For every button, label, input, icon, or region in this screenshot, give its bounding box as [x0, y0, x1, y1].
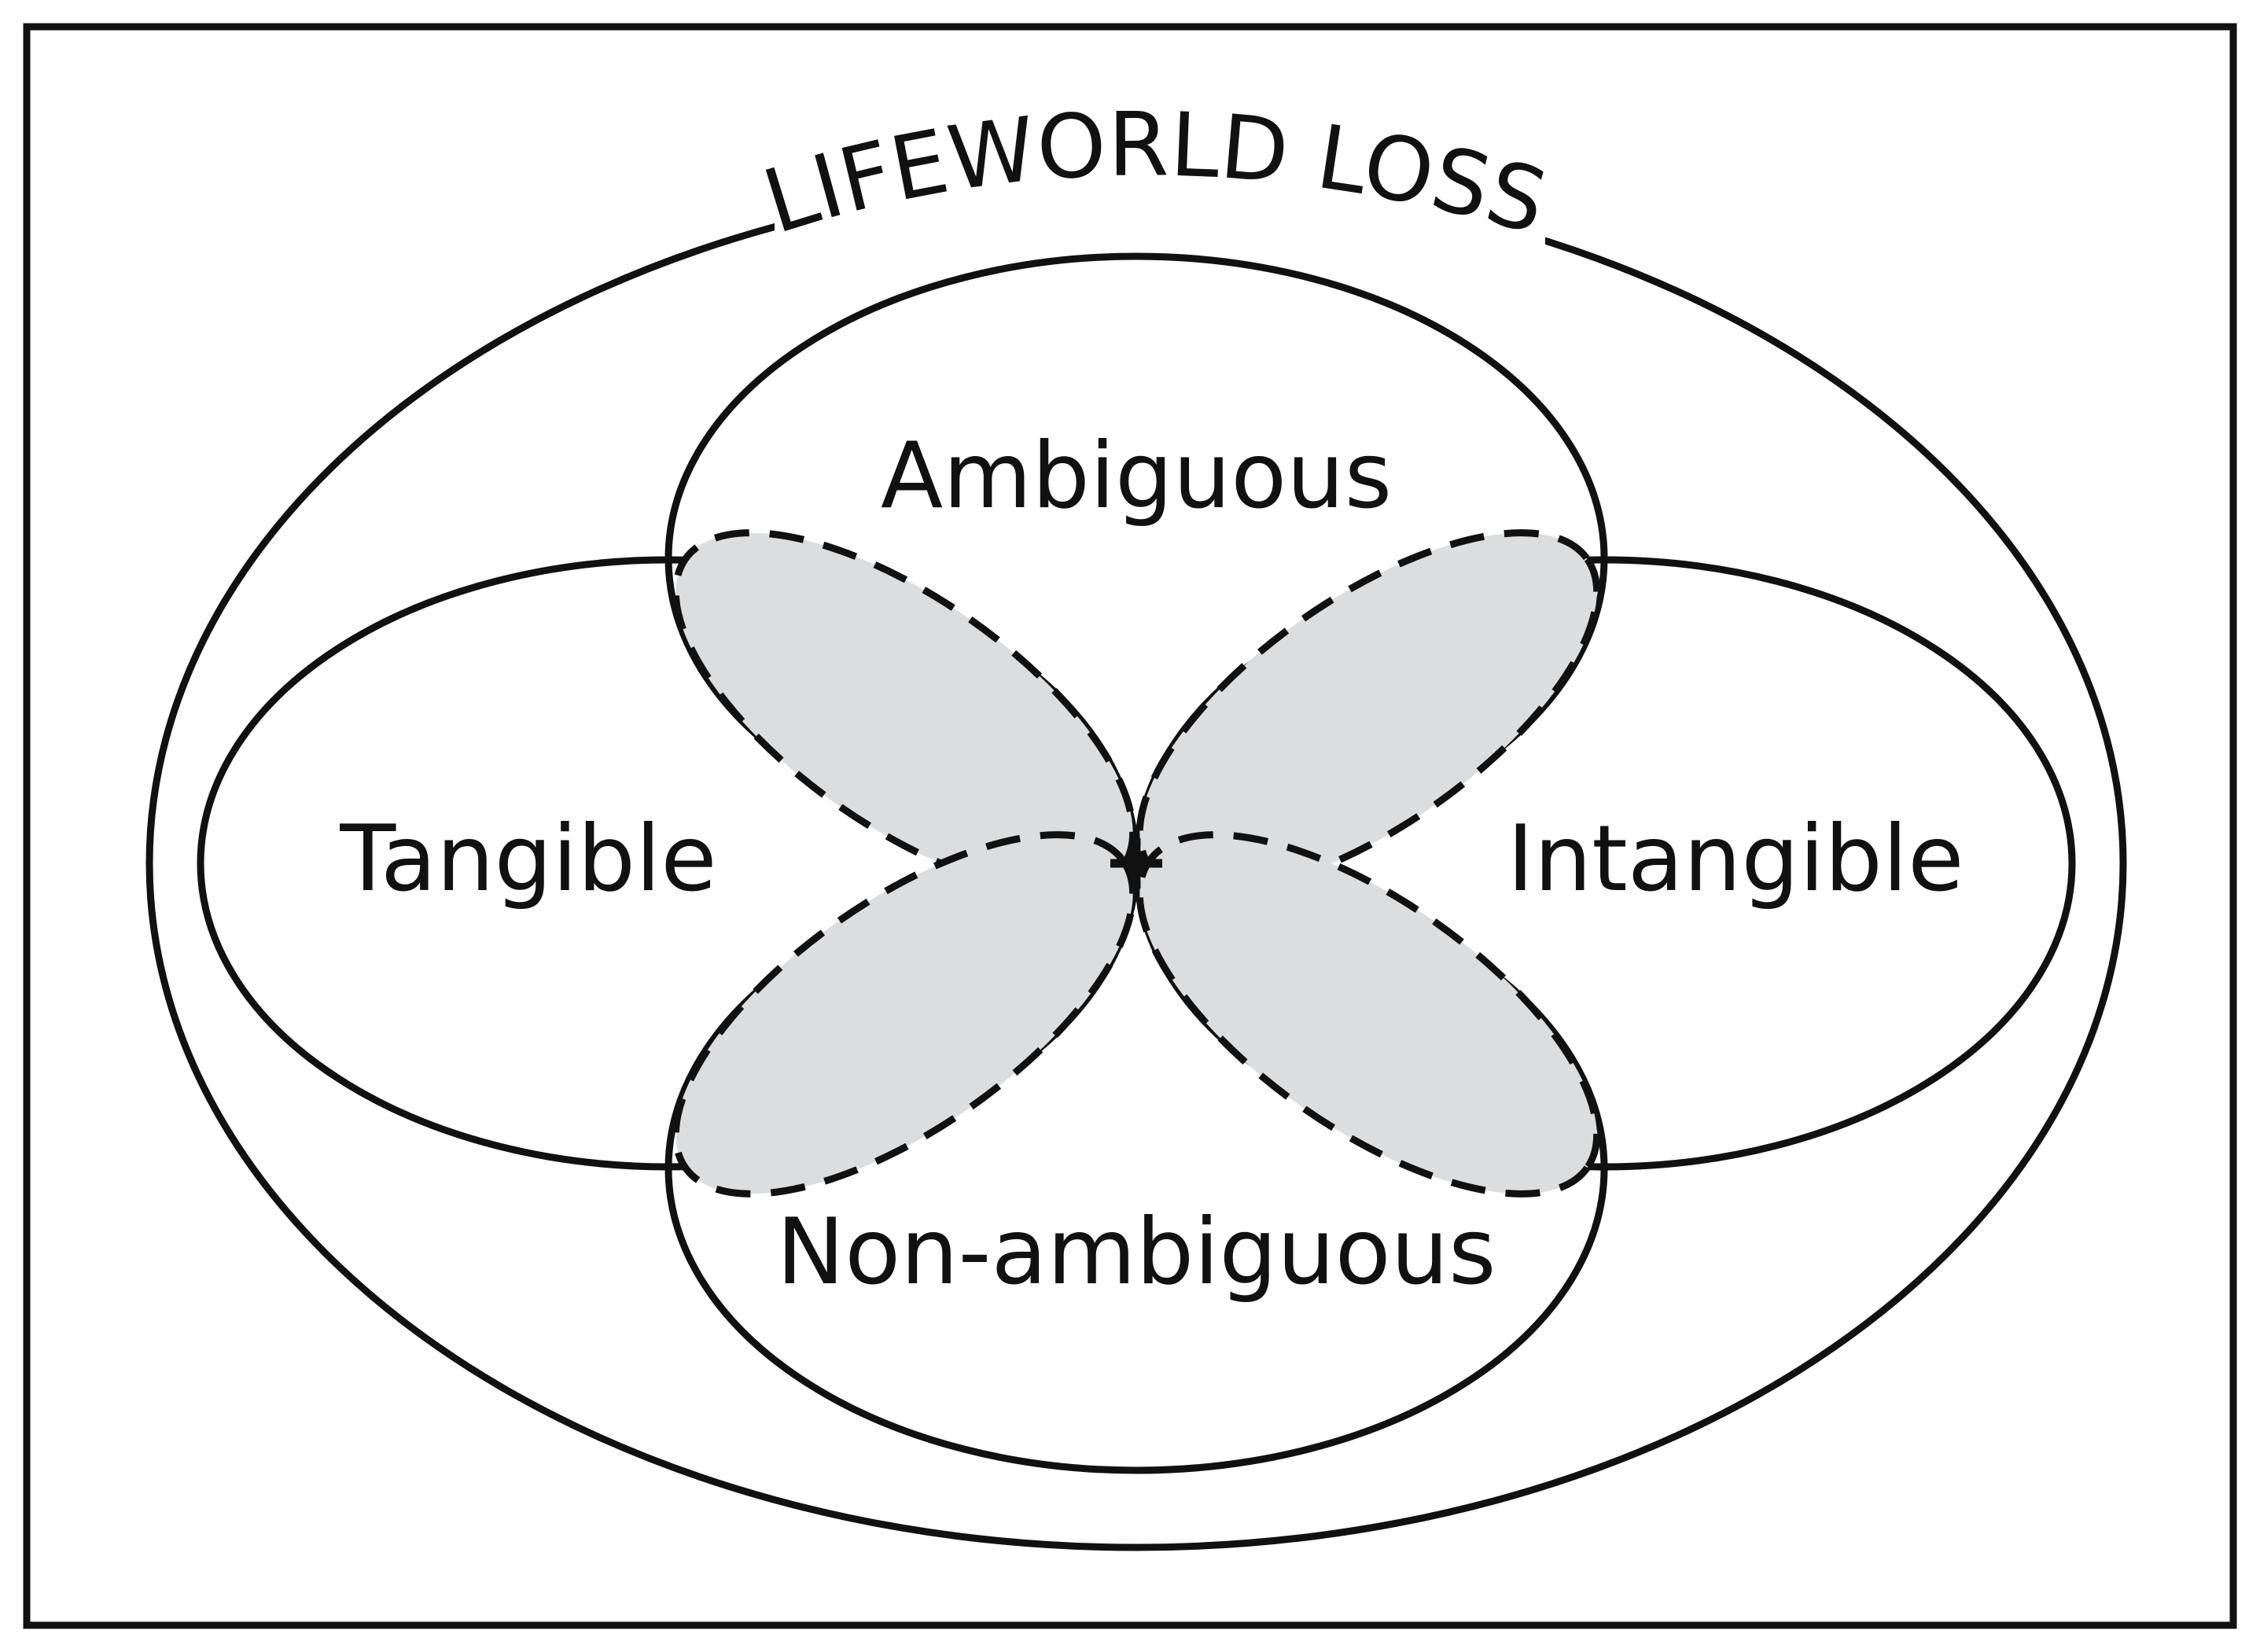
label-intangible: Intangible — [1507, 806, 1964, 912]
label-non-ambiguous: Non-ambiguous — [776, 1199, 1496, 1305]
label-ambiguous: Ambiguous — [881, 423, 1392, 529]
title-gap — [775, 134, 1545, 259]
label-tangible: Tangible — [339, 806, 716, 912]
center-plus-icon — [1110, 838, 1162, 889]
frame-border — [23, 23, 2237, 1629]
